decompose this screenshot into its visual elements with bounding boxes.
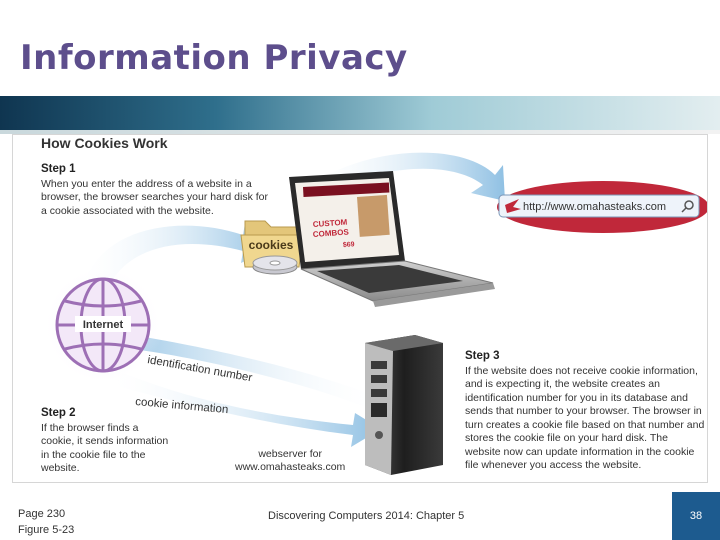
header-band [0,96,720,130]
footer-figure-ref: Figure 5-23 [18,524,75,536]
internet-label-bg [75,316,131,332]
step-1: Step 1 When you enter the address of a w… [41,163,271,218]
step-3-text: If the website does not receive cookie i… [465,364,705,472]
step-3: Step 3 If the website does not receive c… [465,350,705,473]
step-2: Step 2 If the browser finds a cookie, it… [41,407,171,476]
arrow-to-cookies [83,223,275,295]
slide-title: Information Privacy [20,38,408,78]
header-band-shadow [0,130,720,134]
arrow-cookie-info [113,373,381,447]
figure-title: How Cookies Work [41,135,168,151]
step-3-heading: Step 3 [465,350,500,362]
cd-icon [252,255,298,275]
server-label-line2: www.omahasteaks.com [235,461,346,473]
laptop-icon [289,171,495,307]
arrow-to-website [313,152,505,201]
url-bar [497,181,707,233]
screen-price-text: $69 [343,241,355,249]
screen-combos-text: COMBOS [313,227,350,239]
footer-page-ref: Page 230 [18,508,66,520]
server-label-line1: webserver for [258,448,322,460]
cookies-folder-label: cookies [249,238,294,252]
url-text: http://www.omahasteaks.com [523,201,666,213]
browser-logo-icon [505,199,521,213]
internet-label: Internet [83,319,124,331]
magnifier-icon [681,200,694,213]
step-1-heading: Step 1 [41,163,76,175]
arrow-identification [105,325,373,407]
cookie-diagram: Internet cookies CUSTOM COMBOS $69 [12,134,708,483]
step-2-heading: Step 2 [41,407,76,419]
diagram-art: Internet cookies CUSTOM COMBOS $69 [43,152,707,475]
footer-reference: Page 230 Figure 5-23 [18,506,74,538]
footer-course: Discovering Computers 2014: Chapter 5 [268,510,465,522]
server-label: webserver for www.omahasteaks.com [235,448,345,474]
step-1-text: When you enter the address of a website … [41,177,269,217]
screen-custom-text: CUSTOM [313,218,348,229]
step-2-text: If the browser finds a cookie, it sends … [41,421,169,475]
server-tower-icon [365,335,443,475]
screen-food-image [357,194,390,237]
page-number: 38 [672,492,720,540]
